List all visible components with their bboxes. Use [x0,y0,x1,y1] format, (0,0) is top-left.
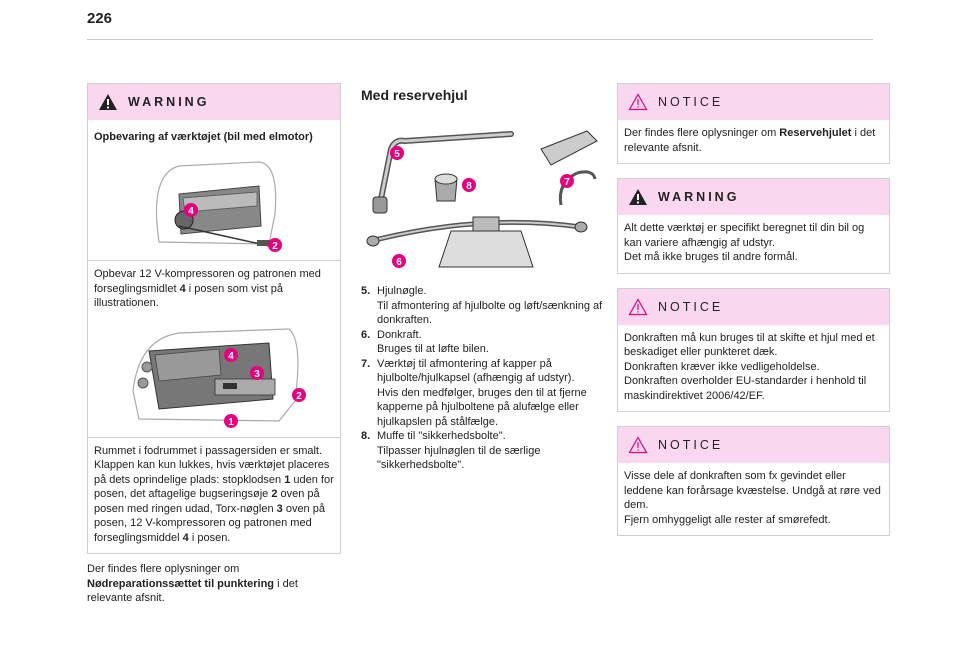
tools-list: 5. Hjulnøgle.Til afmontering af hjulbolt… [361,284,615,473]
callout-1: 1 [228,417,234,428]
warning-title: WARNING [128,95,210,109]
notice-header: NOTICE [618,288,889,325]
notice-box-spare-wheel: NOTICE Der findes flere oplysninger om R… [617,83,890,164]
warning-icon [99,94,117,110]
bag-illustration-1: 4 2 [156,161,282,252]
notice-box-jack: NOTICE Donkraften må kun bruges til at s… [617,287,890,412]
callout-2: 2 [296,391,302,402]
warning-box-storage: WARNING Opbevaring af værktøjet (bil med… [87,83,341,554]
column-left: WARNING Opbevaring af værktøjet (bil med… [87,83,341,606]
notice-header: NOTICE [618,84,889,120]
footer-note: Der findes flere oplysninger om Nødrepar… [87,563,298,604]
warning-text: Alt dette værktøj er specifikt beregnet … [624,222,865,263]
callout-4: 4 [188,206,194,217]
notice-text: Visse dele af donkraften som fx gevindet… [624,470,881,526]
notice-icon [628,436,648,454]
section-title: Med reservehjul [361,87,468,103]
column-middle: Med reservehjul 5 8 7 6 5. Hjulnøgle.Til [361,87,615,473]
warning-para-1: Opbevar 12 V-kompressoren og patronen me… [94,268,321,309]
list-item: 6. Donkraft.Bruges til at løfte bilen. [361,328,489,356]
warning-subtitle: Opbevaring af værktøjet (bil med elmotor… [94,131,313,143]
callout-6: 6 [396,257,402,268]
notice-text: Donkraften må kun bruges til at skifte e… [624,331,875,402]
list-item: 5. Hjulnøgle.Til afmontering af hjulbolt… [361,285,603,326]
callout-3: 3 [254,369,260,380]
notice-icon [628,93,648,111]
notice-title: NOTICE [658,95,724,109]
page-number: 226 [87,10,113,27]
warning-box-tools: WARNING Alt dette værktøj er specifikt b… [617,178,890,274]
notice-header: NOTICE [618,427,889,463]
list-item: 8. Muffe til "sikkerhedsbolte".Tilpasser… [361,430,541,471]
warning-header: WARNING [88,84,340,120]
list-item: 7. Værktøj til afmontering af kapper på … [361,357,587,428]
callout-5: 5 [394,149,400,160]
bag-illustration-2: 4 3 2 1 [132,327,306,428]
notice-text: Der findes flere oplysninger om Reserveh… [624,127,876,154]
warning-para-2: Rummet i fodrummet i passagersiden er sm… [94,444,334,544]
notice-title: NOTICE [658,438,724,452]
warning-icon [629,189,647,205]
callout-7: 7 [564,177,570,188]
callout-2: 2 [272,241,278,252]
callout-8: 8 [466,181,472,192]
tools-illustration: 5 8 7 6 [366,130,598,268]
notice-box-injury: NOTICE Visse dele af donkraften som fx g… [617,426,890,536]
column-right: NOTICE Der findes flere oplysninger om R… [617,83,890,536]
warning-header: WARNING [618,179,889,215]
warning-title: WARNING [658,190,740,204]
notice-title: NOTICE [658,299,724,314]
divider [88,436,340,438]
callout-4: 4 [228,351,234,362]
divider [88,260,340,261]
notice-icon [628,297,648,315]
header-rule [87,39,873,40]
